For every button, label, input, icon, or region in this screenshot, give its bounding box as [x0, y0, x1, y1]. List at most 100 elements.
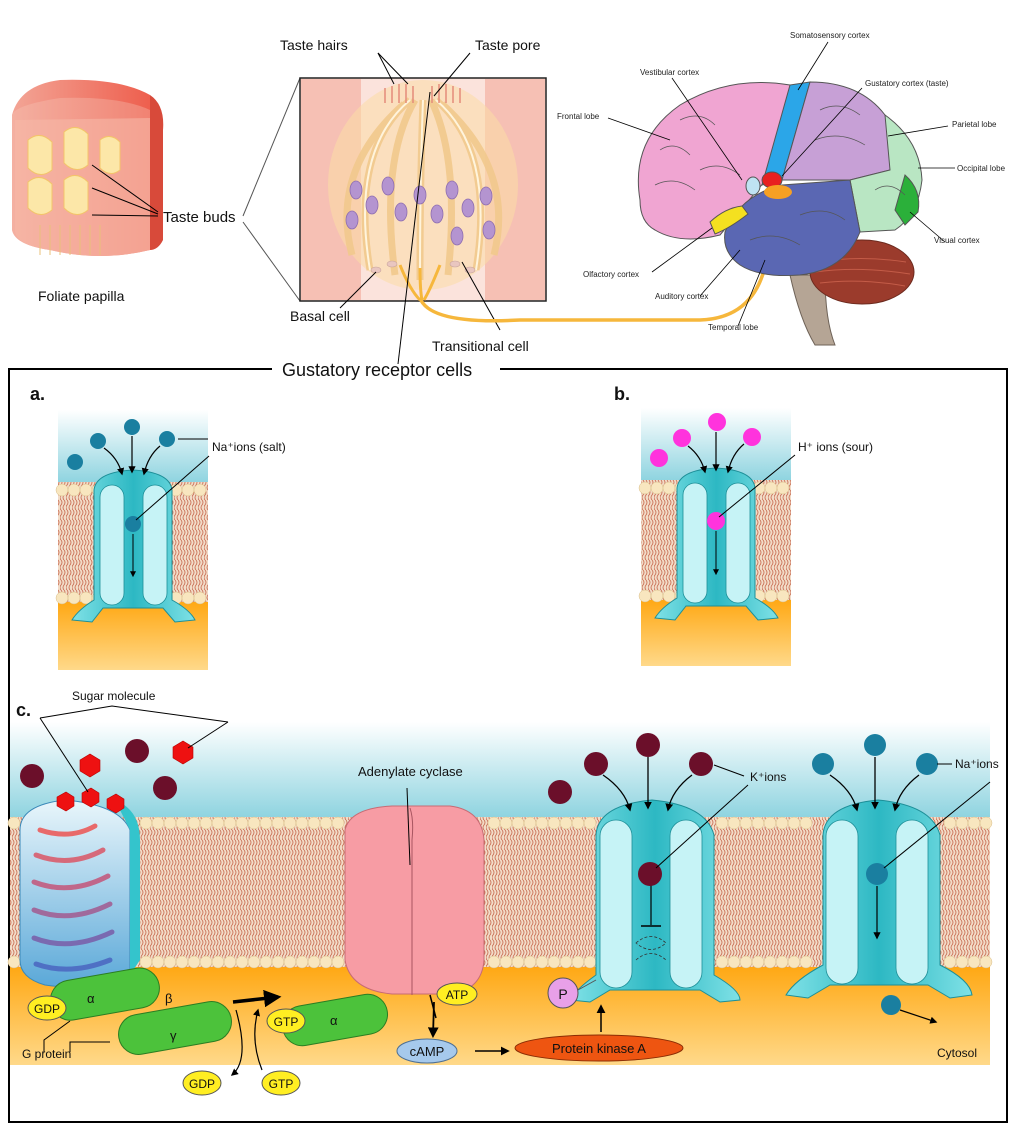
lipid-head: [163, 816, 177, 830]
lipid-head: [319, 955, 333, 969]
lipid-head: [787, 955, 801, 969]
lipid-head: [799, 955, 813, 969]
atp-badge: ATP: [436, 982, 478, 1006]
lipid-head: [223, 816, 237, 830]
lipid-head: [199, 955, 213, 969]
lipid-head: [955, 955, 969, 969]
svg-text:cAMP: cAMP: [410, 1044, 445, 1059]
lipid-head: [967, 955, 981, 969]
lipid-head: [235, 955, 249, 969]
panel-b-letter: b.: [614, 384, 630, 404]
lipid-head: [331, 955, 345, 969]
visual-cortex-label: Visual cortex: [934, 236, 980, 245]
lipid-head: [139, 816, 153, 830]
lipid-head: [775, 816, 789, 830]
lipid-head: [559, 816, 573, 830]
taste-buds-label: Taste buds: [163, 209, 236, 226]
lipid-head: [751, 816, 765, 830]
lipid-head: [943, 955, 957, 969]
lipid-head: [967, 816, 981, 830]
lipid-head: [787, 816, 801, 830]
lipid-head: [307, 816, 321, 830]
g-beta-label: β: [165, 991, 172, 1006]
k-ions-label: K⁺ions: [750, 770, 786, 784]
protein-kinase-a: Protein kinase A: [514, 1034, 684, 1062]
lipid-head: [535, 816, 549, 830]
foliate-papilla-label: Foliate papilla: [38, 288, 125, 304]
auditory-cortex-label: Auditory cortex: [655, 292, 708, 301]
gdp-badge-released: GDP: [182, 1070, 222, 1096]
lipid-head: [7, 816, 21, 830]
lipid-head: [223, 955, 237, 969]
g-gamma-label: γ: [170, 1028, 177, 1043]
svg-text:Protein kinase A: Protein kinase A: [552, 1041, 646, 1056]
lipid-head: [259, 816, 273, 830]
lipid-head: [307, 955, 321, 969]
lipid-head: [583, 816, 597, 830]
lipid-head: [571, 955, 585, 969]
sweet-receptor: [19, 799, 140, 988]
lipid-head: [751, 955, 765, 969]
somatosensory-cortex-label: Somatosensory cortex: [790, 31, 870, 40]
svg-text:GTP: GTP: [269, 1077, 294, 1091]
svg-text:GDP: GDP: [189, 1077, 215, 1091]
cytosol-label: Cytosol: [937, 1046, 977, 1060]
adenylate-cyclase: [344, 805, 485, 1019]
gtp-badge-bound: GTP: [266, 1008, 306, 1034]
panel-a-salt: a. Na⁺ions (salt): [30, 384, 286, 670]
lipid-head: [7, 955, 21, 969]
lipid-head: [739, 816, 753, 830]
lipid-head: [259, 955, 273, 969]
lipid-head: [211, 816, 225, 830]
svg-text:GTP: GTP: [274, 1015, 299, 1029]
lipid-head: [763, 955, 777, 969]
lipid-head: [163, 955, 177, 969]
lipid-head: [199, 816, 213, 830]
parietal-lobe-label: Parietal lobe: [952, 120, 997, 129]
lipid-head: [283, 816, 297, 830]
lipid-head: [271, 955, 285, 969]
panel-a-letter: a.: [30, 384, 45, 404]
lipid-head: [151, 955, 165, 969]
lipid-head: [763, 816, 777, 830]
lipid-head: [727, 816, 741, 830]
lipid-head: [499, 816, 513, 830]
panel-a-label: Na⁺ions (salt): [212, 440, 286, 454]
gustatory-nerve-fiber: [418, 189, 772, 323]
g-protein: α β γ: [49, 967, 232, 1055]
mechanisms-frame: Gustatory receptor cells: [8, 360, 1008, 1123]
lipid-head: [511, 816, 525, 830]
lipid-head: [535, 955, 549, 969]
lipid-head: [151, 816, 165, 830]
lipid-head: [499, 955, 513, 969]
lipid-head: [523, 816, 537, 830]
lipid-head: [271, 816, 285, 830]
lipid-head: [547, 955, 561, 969]
svg-text:GDP: GDP: [34, 1002, 60, 1016]
gustatory-cortex-label: Gustatory cortex (taste): [865, 79, 949, 88]
lipid-head: [799, 816, 813, 830]
phosphate-group: P: [547, 977, 579, 1009]
panel-b-sour: b. H⁺ ions (sour): [614, 384, 873, 666]
taste-hairs-label: Taste hairs: [280, 37, 348, 53]
lipid-head: [247, 816, 261, 830]
occipital-lobe-label: Occipital lobe: [957, 164, 1006, 173]
g-protein-label: G protein: [22, 1047, 71, 1061]
adenylate-cyclase-label: Adenylate cyclase: [358, 764, 463, 779]
lipid-head: [295, 955, 309, 969]
basal-cell-label: Basal cell: [290, 308, 350, 324]
vestibular-cortex-label: Vestibular cortex: [640, 68, 699, 77]
lipid-head: [487, 955, 501, 969]
lipid-head: [247, 955, 261, 969]
temporal-lobe-label: Temporal lobe: [708, 323, 759, 332]
lipid-head: [979, 955, 993, 969]
lipid-head: [727, 955, 741, 969]
lipid-head: [559, 955, 573, 969]
lipid-head: [511, 955, 525, 969]
lipid-head: [943, 816, 957, 830]
frontal-lobe-label: Frontal lobe: [557, 112, 600, 121]
lipid-head: [187, 816, 201, 830]
lipid-head: [547, 816, 561, 830]
panel-c-sweet-and-k: c.: [7, 689, 999, 1096]
